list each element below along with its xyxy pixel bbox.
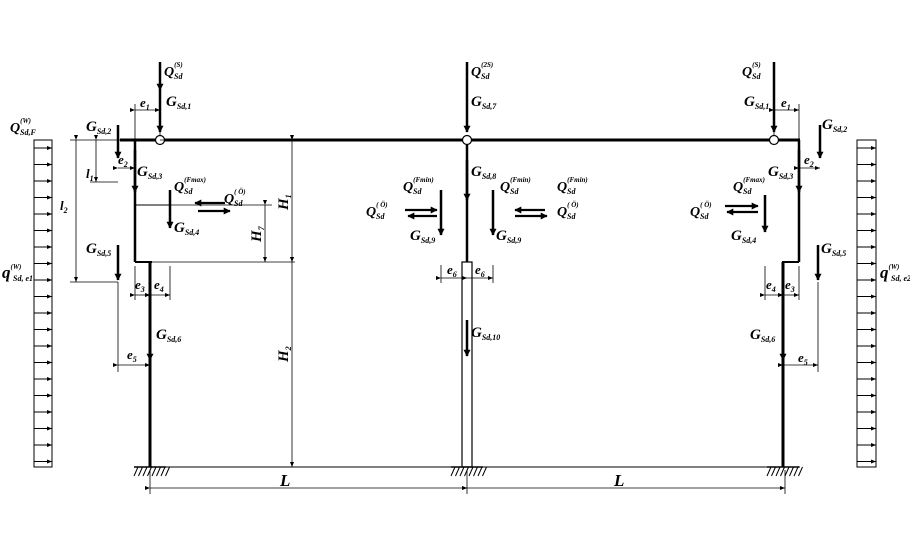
support-middle (450, 466, 487, 477)
label-e6: e6 (475, 262, 485, 279)
label-e6: e6 (447, 262, 457, 279)
label-l1: l1 (86, 166, 94, 183)
crane-braking-arrows (194, 199, 759, 220)
label-q-w-e1: q(W)Sd, e1 (2, 263, 33, 283)
label-q-fmin: Q(Fmin)Sd (403, 176, 434, 196)
label-e1: e1 (140, 95, 150, 112)
label-q-fmax: Q(Fmax)Sd (733, 176, 765, 196)
label-q-o: Q( Ö)Sd (366, 201, 388, 221)
label-h1: H1 (276, 194, 293, 211)
label-e3: e3 (785, 277, 795, 294)
label-g8: GSd,8 (471, 164, 496, 181)
label-e5: e5 (798, 350, 808, 367)
label-g1: GSd,1 (744, 94, 769, 111)
label-e1: e1 (781, 95, 791, 112)
label-q-o: Q( Ö)Sd (690, 201, 712, 221)
label-g1: GSd,1 (166, 94, 191, 111)
label-e3: e3 (135, 277, 145, 294)
label-g6: GSd,6 (156, 327, 181, 344)
hinge-right (768, 134, 780, 146)
label-q-w-f: Q(W)Sd,F (10, 117, 36, 137)
label-e4: e4 (766, 277, 776, 294)
middle-column (461, 261, 473, 468)
label-l2: l2 (60, 198, 68, 215)
label-g6: GSd,6 (750, 327, 775, 344)
label-l: L (613, 471, 624, 490)
label-g4: GSd,4 (731, 228, 756, 245)
frame-structure (120, 134, 801, 468)
label-g3: GSd,3 (137, 164, 162, 181)
label-h7: H7 (249, 225, 266, 243)
label-g5: GSd,5 (821, 241, 846, 258)
label-g2: GSd,2 (822, 117, 847, 134)
label-g4: GSd,4 (174, 220, 199, 237)
load-arrows (114, 62, 824, 361)
label-g3: GSd,3 (768, 164, 793, 181)
hinge-middle (461, 134, 473, 146)
label-g5: GSd,5 (86, 241, 111, 258)
label-g9: GSd,9 (496, 228, 521, 245)
label-l: L (279, 471, 290, 490)
support-left (133, 466, 170, 477)
label-q-fmax: Q(Fmax)Sd (174, 176, 206, 196)
label-g10: GSd,10 (471, 325, 500, 342)
dimension-lines (70, 104, 820, 494)
label-e2: e2 (804, 152, 814, 169)
label-e4: e4 (154, 277, 164, 294)
label-h2: H2 (276, 346, 293, 363)
wind-panel-right (856, 139, 877, 468)
label-e2: e2 (118, 152, 128, 169)
label-g7: GSd,7 (471, 94, 497, 111)
label-e5: e5 (127, 347, 137, 364)
label-q-s: Q(S)Sd (742, 61, 761, 81)
label-q-w-e2: q(W)Sd, e2 (880, 263, 910, 283)
fixed-supports (133, 466, 803, 477)
label-q-s: Q(S)Sd (164, 61, 183, 81)
label-q-2s: Q(2S)Sd (471, 61, 493, 81)
wind-panel-left (33, 139, 53, 468)
label-g2: GSd,2 (86, 119, 111, 136)
label-q-fmin: Q(Fmin)Sd (500, 176, 531, 196)
label-q-o: Q( Ö)Sd (557, 201, 579, 221)
label-g9: GSd,9 (410, 228, 435, 245)
support-right (766, 466, 803, 477)
label-q-fmin: Q(Fmin)Sd (557, 176, 588, 196)
label-q-o: Q( Ö)Sd (224, 188, 246, 208)
